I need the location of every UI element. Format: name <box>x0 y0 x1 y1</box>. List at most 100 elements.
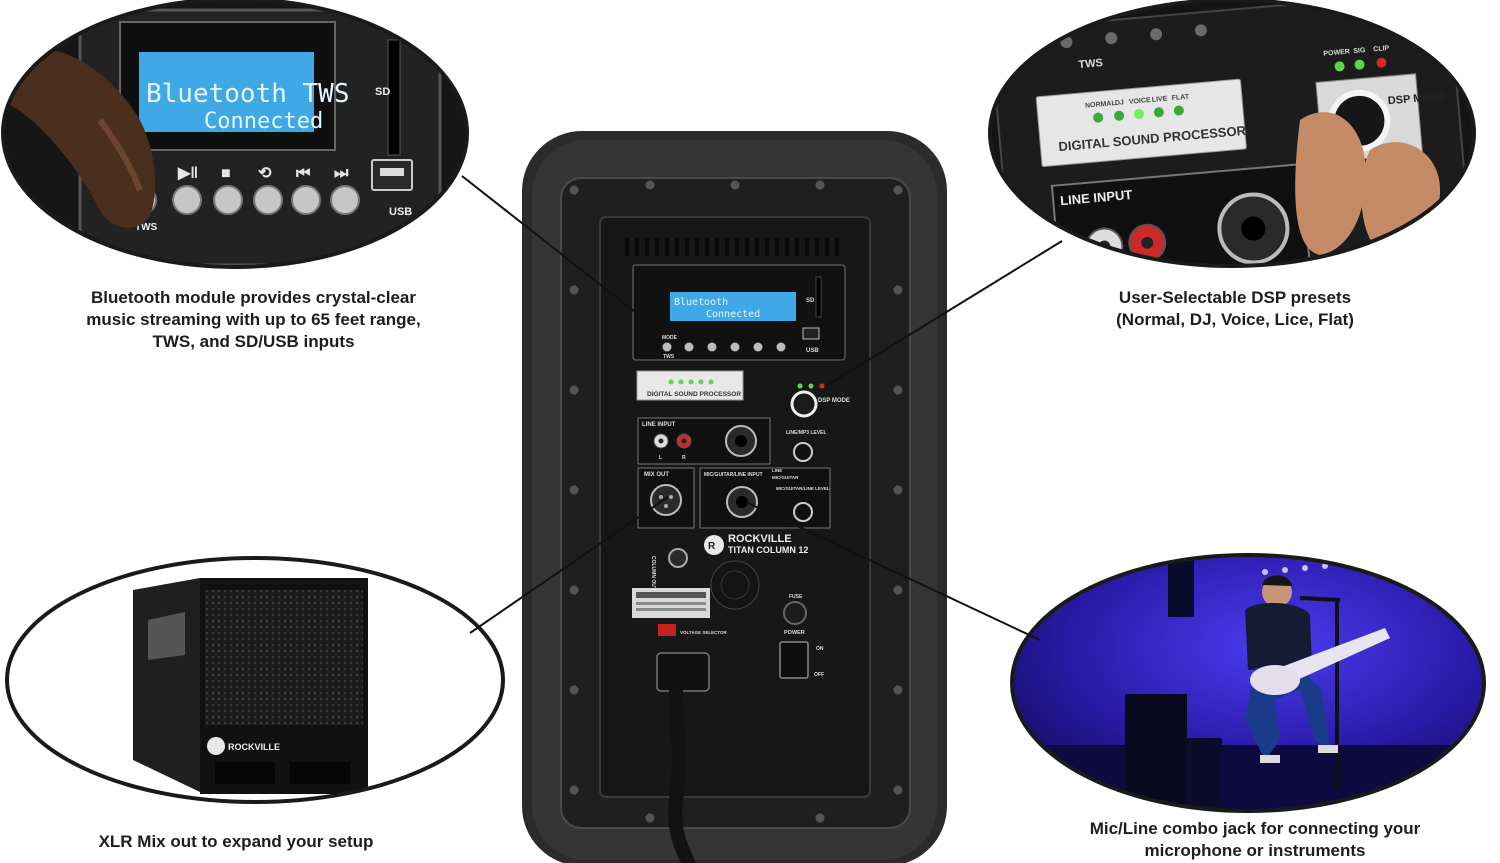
repeat-icon: ⟲ <box>258 165 272 182</box>
guitar <box>1268 628 1390 690</box>
panel-fuse-label: FUSE <box>789 594 803 600</box>
usb-port <box>802 327 820 340</box>
caption-bluetooth-line2: music streaming with up to 65 feet range… <box>86 310 421 329</box>
zoom-transport-icons: ▶‖ ■ ⟲ ⏮ ⏭ <box>177 165 349 182</box>
panel-usb-label: USB <box>806 348 819 354</box>
zoom-line-input-label: LINE INPUT <box>1060 187 1133 208</box>
caption-bluetooth: Bluetooth module provides crystal-clear … <box>26 287 481 353</box>
column-out-jack[interactable] <box>668 548 688 568</box>
zoom-dsp-panel: TWS NORMAL DJ VOICE LIVE FLAT DIGITAL SO… <box>990 0 1474 266</box>
sub-port-left <box>215 762 275 784</box>
sub-grille <box>205 590 363 725</box>
panel-l-label: L <box>659 455 662 461</box>
preset-live: LIVE <box>1152 95 1168 103</box>
panel-dsp-mode-label: DSP MODE <box>818 398 850 404</box>
panel-mode-label: MODE <box>662 335 678 341</box>
sd-slot <box>815 276 822 318</box>
stop-icon: ■ <box>221 165 231 182</box>
zoom-subwoofer: ROCKVILLE <box>7 558 503 802</box>
cooling-fan <box>710 560 760 610</box>
stage-speaker <box>1125 694 1187 804</box>
caption-mixout-line1: XLR Mix out to expand your setup <box>98 832 374 851</box>
status-power: POWER <box>1323 48 1350 57</box>
zoom-lcd-line2: Connected <box>204 109 323 134</box>
fuse-holder[interactable] <box>783 601 807 625</box>
zoom-bluetooth-frame <box>1 0 469 269</box>
leader-mixout <box>469 496 669 634</box>
panel-lcd <box>670 292 796 321</box>
caption-dsp-line1: User-Selectable DSP presets <box>1118 288 1352 307</box>
panel-dsp-leds <box>668 379 714 385</box>
panel-voltage-label: VOLTAGE SELECTOR <box>680 630 728 635</box>
panel-status-leds <box>797 383 825 389</box>
panel-dsp-plate <box>636 370 744 401</box>
zoom-sd-label: SD <box>375 86 390 98</box>
panel-on-label: ON <box>816 646 824 652</box>
panel-mic-input-label: MIC/GUITAR/LINE INPUT <box>704 472 763 478</box>
sub-port-right <box>290 762 350 784</box>
zoom-tws-label-2: TWS <box>1078 57 1103 71</box>
voltage-selector-switch[interactable] <box>658 624 676 636</box>
media-buttons <box>662 342 786 352</box>
caption-dsp: User-Selectable DSP presets (Normal, DJ,… <box>1070 287 1400 331</box>
leader-bluetooth <box>461 175 664 335</box>
panel-brand: ROCKVILLE <box>728 533 792 545</box>
zoom-stage-performance <box>1012 555 1484 811</box>
panel-power-label: POWER <box>784 630 805 636</box>
preset-normal: NORMAL <box>1085 100 1117 110</box>
panel-lcd-line1: Bluetooth <box>674 297 728 308</box>
zoom-sd-slot <box>387 39 401 156</box>
speaker-rear-panel: Bluetooth Connected SD USB MODE TWS DIGI… <box>522 131 947 863</box>
zoom-dsp-leds <box>1093 105 1184 123</box>
panel-lcd-line2: Connected <box>706 309 760 320</box>
mix-out-xlr[interactable] <box>650 484 682 516</box>
panel-r-label: R <box>682 455 686 461</box>
power-cord <box>668 689 697 863</box>
line-level-knob[interactable] <box>793 442 813 462</box>
leader-dsp <box>825 240 1063 387</box>
zoom-dsp-mode-label: DSP MODE <box>1387 90 1446 107</box>
zoom-stage-frame <box>1010 553 1486 813</box>
preset-dj: DJ <box>1115 99 1125 107</box>
panel-switch-mic: MIC/GUITAR <box>772 475 799 480</box>
panel-dsp-title: DIGITAL SOUND PROCESSOR <box>647 391 741 398</box>
zoom-dsp-frame <box>988 0 1476 268</box>
panel-dsp-knob[interactable] <box>790 390 818 418</box>
panel-switch-line: LINE <box>772 468 782 473</box>
panel-column-out: COLUMN OUT <box>650 556 656 590</box>
zoom-tws-label: TWS <box>135 222 158 233</box>
panel-line-input-label: LINE INPUT <box>642 422 676 428</box>
zoom-subwoofer-frame <box>5 556 505 804</box>
svg-text:R: R <box>708 541 716 552</box>
sub-logo-mark <box>207 737 225 755</box>
caption-combo: Mic/Line combo jack for connecting your … <box>1050 818 1460 862</box>
sub-side-panel <box>133 578 200 792</box>
next-icon: ⏭ <box>334 165 349 182</box>
caption-bluetooth-line3: TWS, and SD/USB inputs <box>152 332 355 351</box>
caption-mixout: XLR Mix out to expand your setup <box>60 831 412 853</box>
mic-level-knob[interactable] <box>793 502 813 522</box>
panel-model: TITAN COLUMN 12 <box>728 545 808 555</box>
play-pause-icon: ▶‖ <box>177 165 198 182</box>
zoom-lcd <box>139 52 314 132</box>
panel-mic-level-label: MIC/GUITAR/LINE LEVEL <box>776 486 830 491</box>
stage-floor <box>1012 745 1484 811</box>
caption-combo-line2: microphone or instruments <box>1144 841 1366 860</box>
power-switch[interactable] <box>779 641 809 679</box>
leader-lines <box>461 175 1063 641</box>
status-clip: CLIP <box>1373 45 1390 53</box>
stage-monitor-top <box>1168 555 1194 617</box>
preset-voice: VOICE <box>1129 97 1152 106</box>
stage-sub <box>1186 738 1222 808</box>
caption-dsp-line2: (Normal, DJ, Voice, Lice, Flat) <box>1116 310 1354 329</box>
leader-combo <box>745 501 1041 641</box>
iec-power-inlet <box>656 652 710 692</box>
finger <box>10 48 156 228</box>
finger-left <box>1295 112 1366 255</box>
performer-shirt <box>1245 603 1312 670</box>
vent-slots <box>625 238 839 256</box>
caption-bluetooth-line1: Bluetooth module provides crystal-clear <box>91 288 416 307</box>
previous-icon: ⏮ <box>296 165 310 182</box>
sub-handle <box>148 612 185 660</box>
